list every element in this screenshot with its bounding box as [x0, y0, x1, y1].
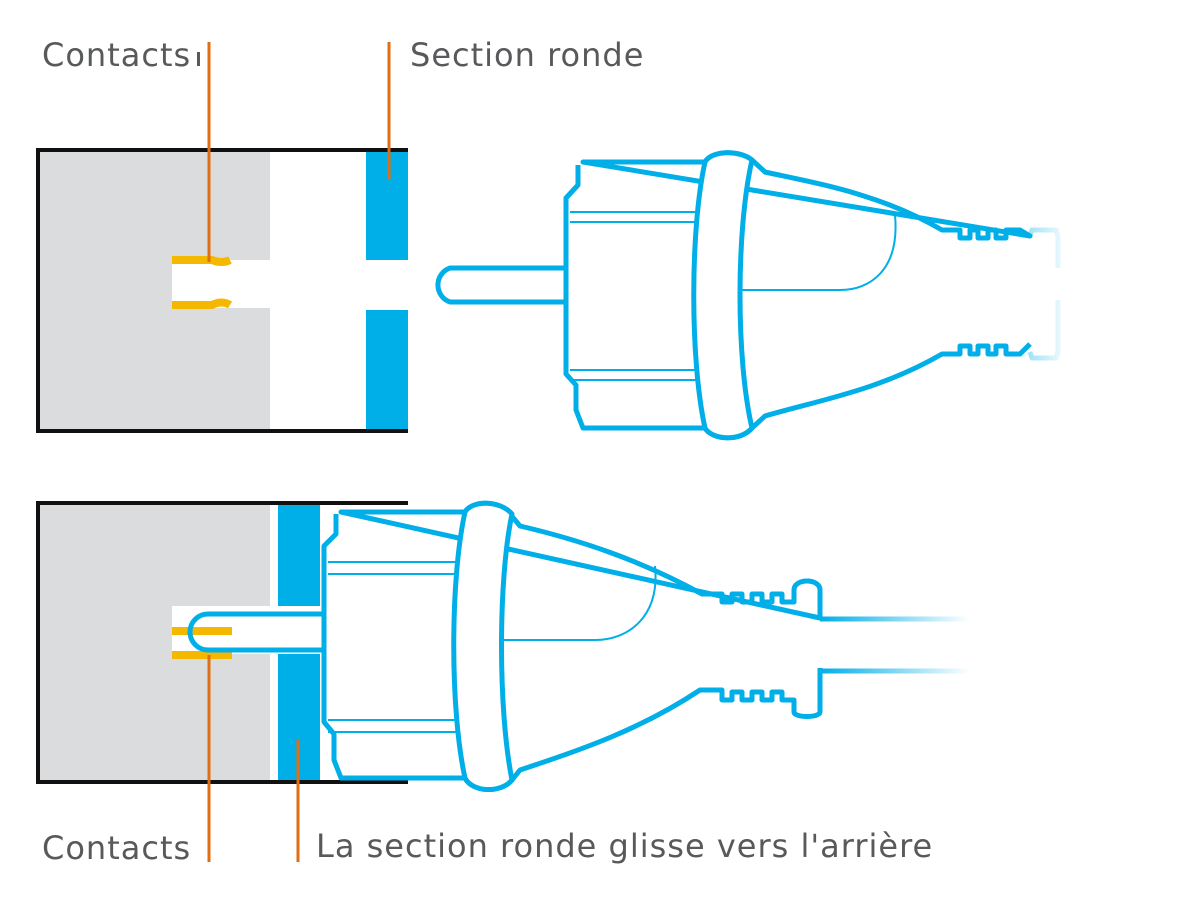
- plug-top: [435, 150, 1061, 441]
- dome-curve-bottom: [500, 565, 657, 641]
- label-contacts-top: Contacts: [42, 36, 192, 74]
- socket-frame-bottom: [36, 501, 408, 784]
- plug-flange-top: [691, 150, 755, 441]
- socket-frame-top: [36, 148, 408, 433]
- cable-end-top: [1027, 227, 1061, 361]
- plug-body-top: [563, 150, 1033, 441]
- socket-top: [36, 148, 408, 433]
- plug-bottom: [187, 500, 970, 792]
- contact-upper-top: [172, 256, 232, 266]
- contact-lower-top: [172, 298, 233, 309]
- socket-bottom: [36, 501, 408, 784]
- dome-curve-top: [742, 214, 897, 291]
- label-section-ronde: Section ronde: [410, 36, 645, 74]
- plug-pin-top: [435, 265, 568, 305]
- plug-body-bottom: [321, 500, 823, 792]
- round-section-lower-top: [366, 310, 408, 430]
- round-section-upper-top: [366, 150, 408, 260]
- small-tick-mark: [197, 52, 200, 66]
- plug-flange-bottom: [451, 500, 515, 792]
- leader-lines: [207, 42, 391, 862]
- label-section-glisse: La section ronde glisse vers l'arrière: [316, 827, 934, 865]
- round-section-upper-bottom: [278, 503, 320, 606]
- label-contacts-bottom: Contacts: [42, 829, 192, 867]
- plug-pin-bottom: [187, 611, 325, 653]
